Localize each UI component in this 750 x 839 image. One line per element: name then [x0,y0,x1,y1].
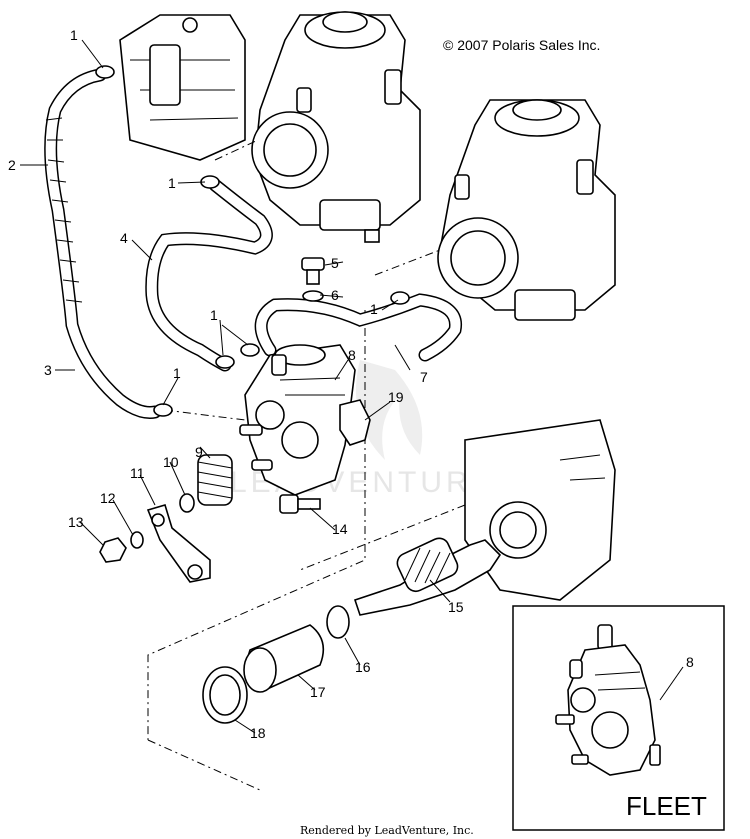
fleet-oil-pump [555,624,661,776]
carburetor-upper [251,11,421,243]
assembly-lines [147,139,466,791]
drive-gear-shaft [353,537,502,616]
return-spring [197,454,233,506]
callout-10: 10 [163,454,179,470]
washer-10 [179,493,195,513]
pump-gasket [339,399,371,446]
callout-18: 18 [250,725,266,741]
hose-2-3 [44,68,162,419]
callout-7: 7 [420,369,428,385]
bushing [243,624,325,693]
fleet-label: FLEET [626,791,707,821]
callout-19: 19 [388,389,404,405]
callout-1: 1 [173,365,181,381]
callouts: 1 2 1 4 5 6 1 1 8 3 1 7 19 9 10 11 12 13… [8,27,464,741]
washer-12 [130,531,144,549]
callout-1: 1 [210,307,218,323]
callout-14: 14 [332,521,348,537]
callout-4: 4 [120,230,128,246]
callout-15: 15 [448,599,464,615]
callout-17: 17 [310,684,326,700]
oil-pump [239,344,356,496]
thrust-washer [326,605,350,639]
mounting-bolt [279,494,321,514]
callout-13: 13 [68,514,84,530]
callout-1: 1 [70,27,78,43]
callout-8: 8 [348,347,356,363]
copyright-text: © 2007 Polaris Sales Inc. [443,37,600,53]
callout-9: 9 [195,444,203,460]
callout-1: 1 [370,301,378,317]
callout-6: 6 [331,287,339,303]
carburetor-lower [437,99,616,321]
callout-2: 2 [8,157,16,173]
fleet-inset: 8 FLEET [512,605,725,831]
callout-16: 16 [355,659,371,675]
callout-12: 12 [100,490,116,506]
callout-11: 11 [130,465,145,481]
lock-nut [99,537,127,563]
fleet-callout-8: 8 [686,654,694,670]
hose-7 [254,293,463,362]
callout-1: 1 [168,175,176,191]
pump-lever [146,504,211,583]
sealing-washer [302,290,324,302]
oil-seal [202,666,248,724]
footer-credit: Rendered by LeadVenture, Inc. [300,824,474,837]
leader-lines [20,39,451,734]
banjo-bolt [301,257,325,285]
callout-5: 5 [331,255,339,271]
crankcase [464,419,616,601]
callout-3: 3 [44,362,52,378]
engine-block-top [119,14,246,161]
hose-4 [145,178,273,372]
